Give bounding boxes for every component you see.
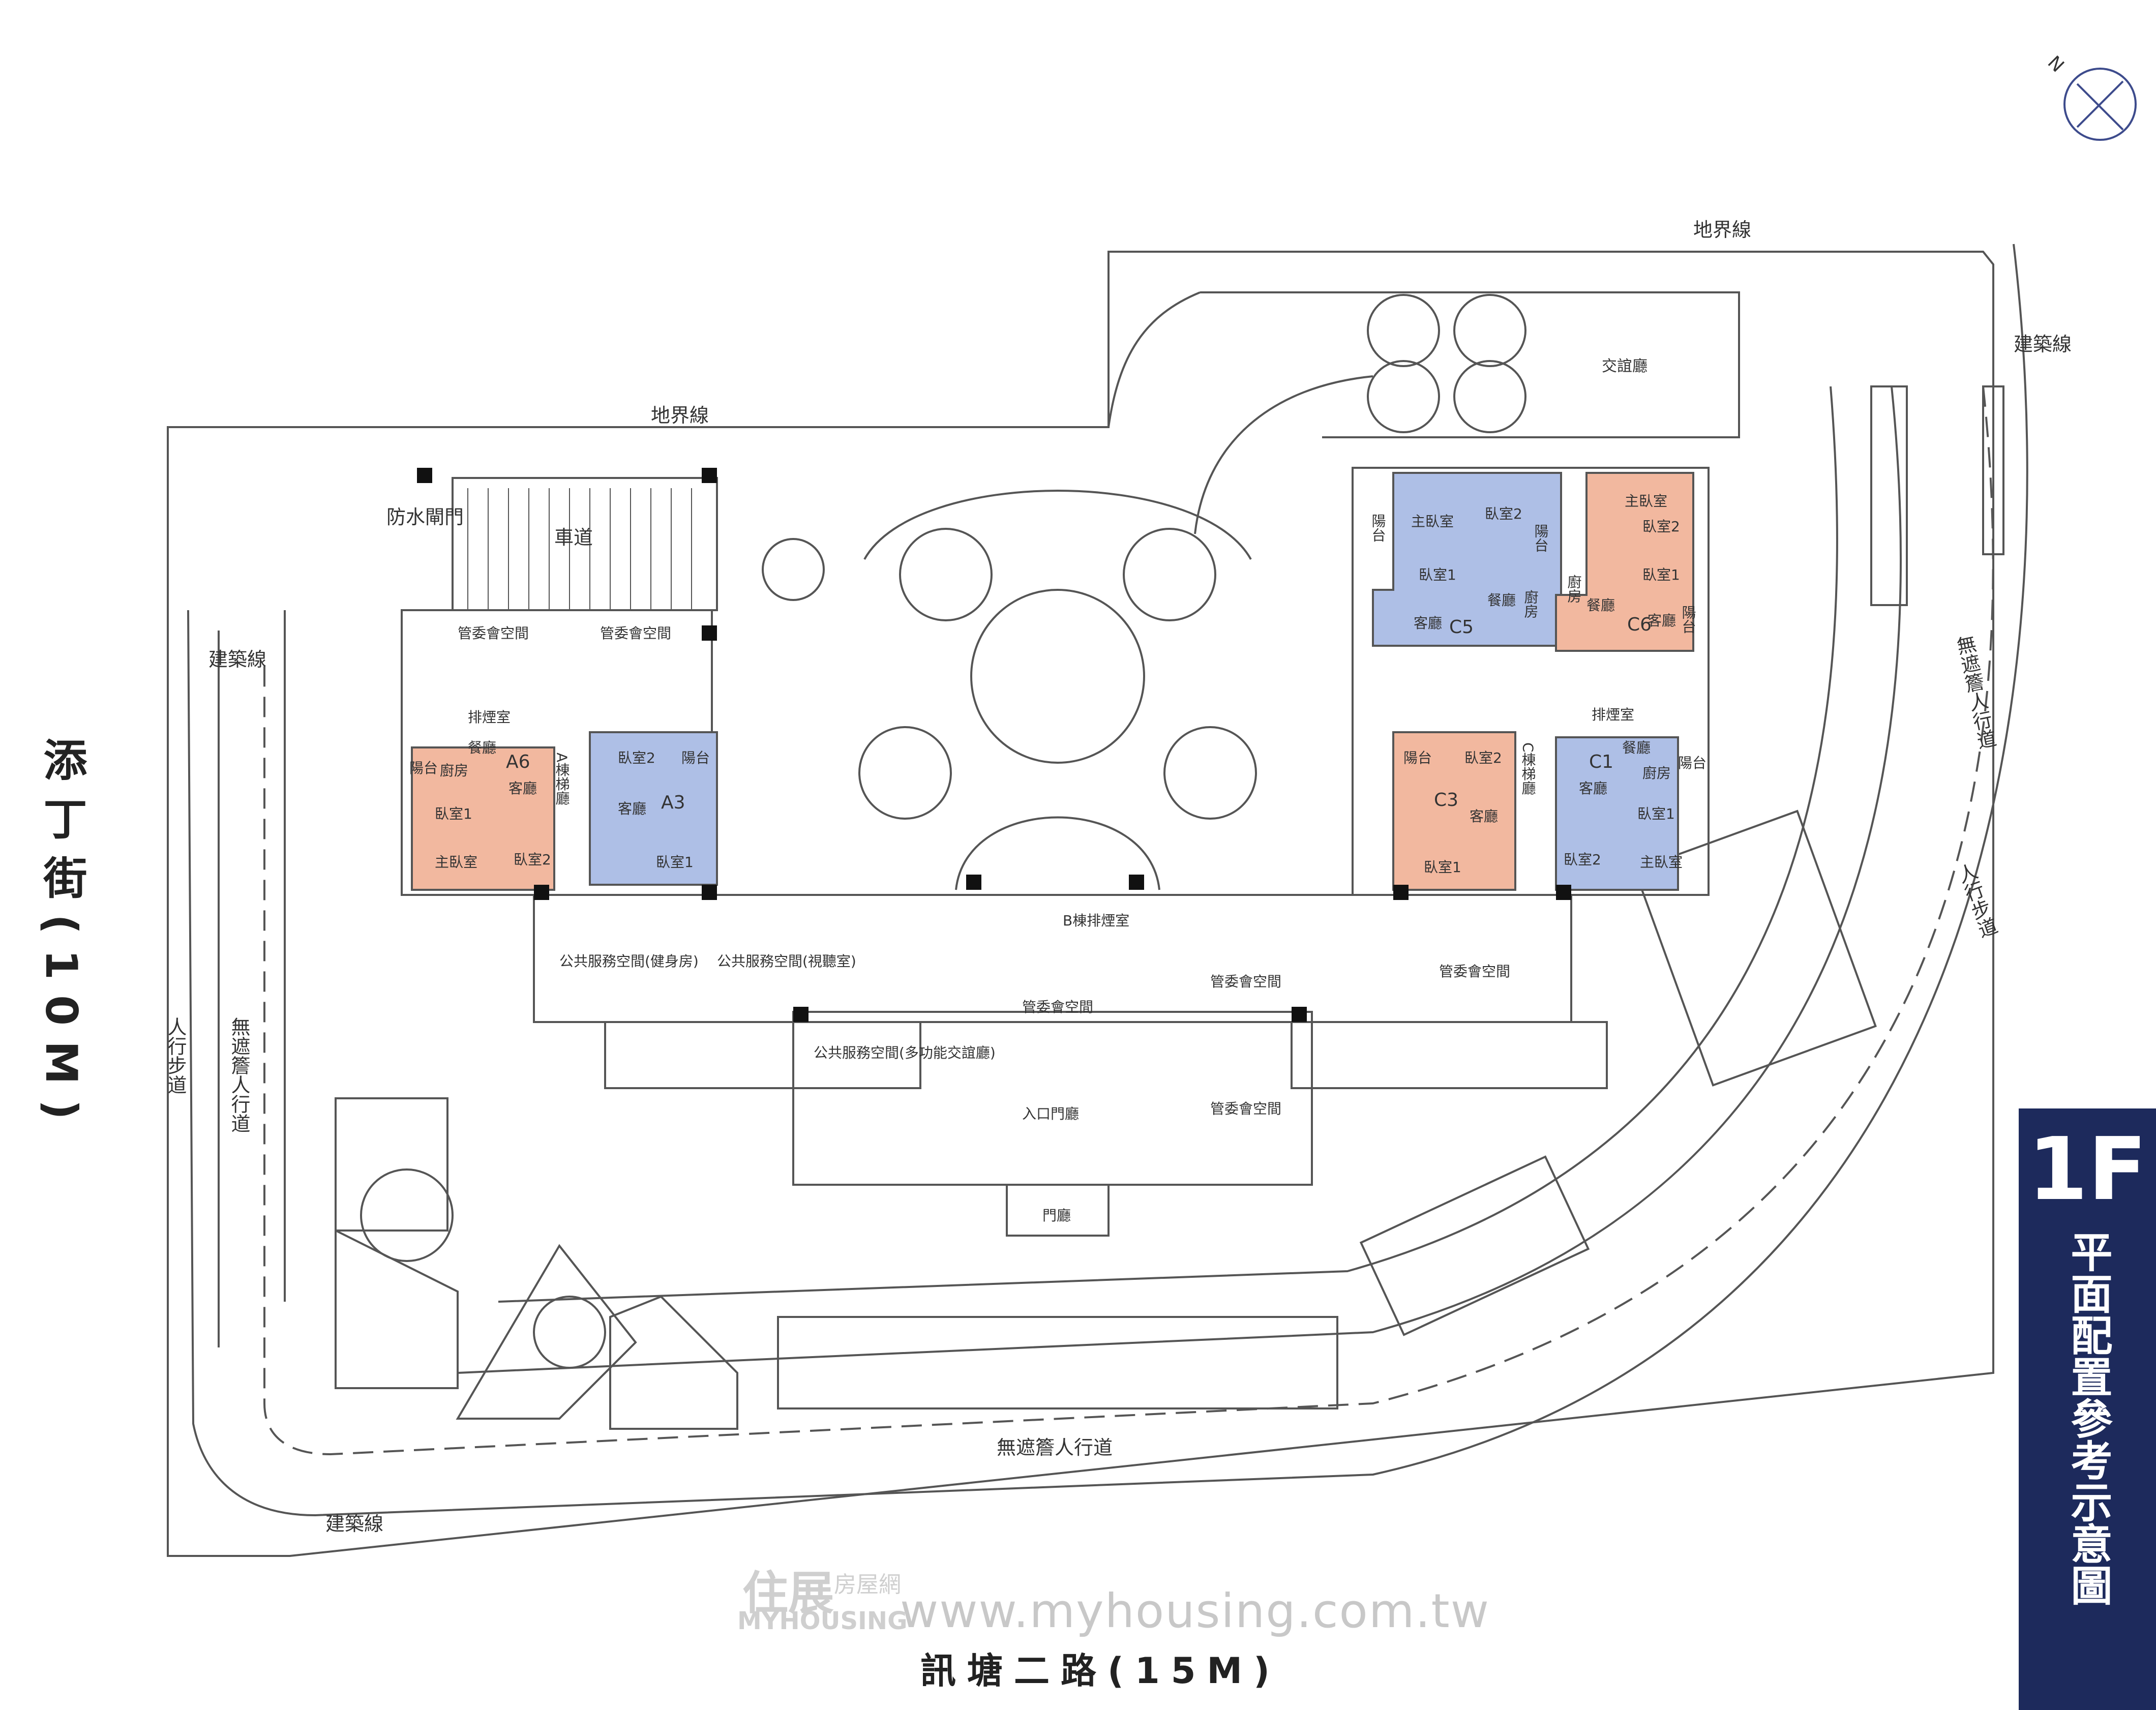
committee-right-2: 管委會空間: [1439, 963, 1510, 980]
a3-code: A3: [661, 792, 685, 813]
committee-right-3: 管委會空間: [1210, 1100, 1281, 1117]
c3-living: 客廳: [1470, 808, 1498, 825]
c3-balcony: 陽台: [1403, 749, 1432, 766]
c5-balcony: 陽台: [1370, 514, 1387, 542]
plan-title: 平面配置參考示意圖: [2063, 1231, 2112, 1606]
tower-a-exhaust: 排煙室: [468, 709, 511, 726]
tower-a-committee-1: 管委會空間: [458, 625, 529, 642]
building-line-curve: [187, 244, 2028, 1517]
unit-c3: [1392, 731, 1516, 891]
tower-b-committee: 管委會空間: [1022, 999, 1093, 1015]
floor-label: 1F: [2027, 1119, 2147, 1220]
c3-code: C3: [1434, 790, 1458, 811]
c1-dining: 餐廳: [1622, 739, 1651, 756]
c1-bedroom1: 臥室1: [1637, 805, 1675, 822]
tower-c-exhaust: 排煙室: [1592, 706, 1634, 723]
c1-bedroom2: 臥室2: [1564, 851, 1601, 868]
c6-kitchen: 廚房: [1566, 575, 1582, 603]
c1-code: C1: [1589, 752, 1613, 772]
public-gym: 公共服務空間(健身房): [559, 953, 699, 970]
unit-c5: [1372, 472, 1562, 647]
floor-badge: [2019, 1108, 2156, 1710]
a6-bedroom2: 臥室2: [514, 851, 551, 868]
unit-a6: [411, 746, 555, 891]
a6-living: 客廳: [508, 780, 537, 797]
c1-master: 主臥室: [1640, 854, 1683, 871]
arcade-walkway-left: 無遮簷人行道: [228, 1017, 250, 1133]
c5-code: C5: [1449, 617, 1474, 638]
social-lounge-label: 交誼廳: [1602, 357, 1648, 375]
tower-a-committee-2: 管委會空間: [600, 625, 671, 642]
public-multi-lounge: 公共服務空間(多功能交誼廳): [814, 1044, 996, 1061]
c1-living: 客廳: [1579, 780, 1607, 797]
c6-master: 主臥室: [1625, 493, 1667, 509]
building-line-left: 建築線: [208, 648, 266, 671]
left-street-label: 添丁街(10M): [36, 737, 87, 1135]
property-line-top: 地界線: [1693, 219, 1751, 241]
c3-bedroom2: 臥室2: [1464, 749, 1502, 766]
a3-living: 客廳: [618, 800, 646, 817]
c6-balcony-left: 陽台: [1533, 524, 1549, 552]
property-boundary: [167, 251, 1994, 1557]
tower-b-exhaust: B棟排煙室: [1063, 912, 1129, 929]
guard-room: 門廳: [1042, 1207, 1071, 1224]
c5-living: 客廳: [1414, 615, 1442, 632]
entrance-hall: 入口門廳: [1022, 1105, 1079, 1122]
a6-code: A6: [506, 752, 530, 772]
a6-kitchen: 廚房: [440, 762, 468, 779]
c6-bedroom2: 臥室2: [1642, 518, 1680, 535]
a6-master: 主臥室: [435, 854, 477, 871]
driveway-label: 車道: [554, 526, 593, 549]
c6-code: C6: [1627, 614, 1652, 635]
sidewalk-left: 人行步道: [164, 1017, 187, 1094]
north-label: N: [2044, 52, 2068, 76]
property-line-left: 地界線: [651, 404, 709, 427]
north-compass: [2063, 68, 2137, 141]
unit-c1: [1555, 736, 1679, 891]
c5-master: 主臥室: [1411, 513, 1454, 530]
c6-living: 客廳: [1648, 612, 1676, 629]
bottom-road-label: 訊塘二路(15M): [920, 1650, 1281, 1692]
a6-bedroom1: 臥室1: [435, 805, 472, 822]
unit-c6: [1555, 472, 1694, 652]
c5-dining: 餐廳: [1487, 592, 1516, 609]
c6-bedroom1: 臥室1: [1642, 566, 1680, 583]
arcade-walkway-bottom: 無遮簷人行道: [997, 1436, 1113, 1459]
watermark-url: www.myhousing.com.tw: [900, 1584, 1490, 1638]
c6-balcony-right: 陽台: [1680, 605, 1697, 634]
watermark-brand: 住展: [742, 1566, 834, 1620]
tower-a-lobby: A棟梯廳: [554, 753, 571, 805]
c5-bedroom2: 臥室2: [1485, 505, 1522, 522]
a3-bedroom1: 臥室1: [656, 854, 694, 871]
c5-kitchen: 廚房: [1522, 590, 1539, 618]
c3-bedroom1: 臥室1: [1424, 859, 1461, 876]
committee-right-1: 管委會空間: [1210, 973, 1281, 990]
watermark-brand-en: MYHOUSING: [737, 1607, 908, 1635]
a6-balcony: 陽台: [409, 760, 438, 776]
a3-bedroom2: 臥室2: [618, 749, 655, 766]
arcade-walkway-right: 無遮簷人行道: [1952, 633, 1997, 751]
c1-balcony: 陽台: [1678, 755, 1706, 771]
watermark-brand-sub: 房屋網: [834, 1572, 901, 1598]
c1-kitchen: 廚房: [1642, 765, 1671, 782]
a3-balcony: 陽台: [681, 749, 710, 766]
public-av-room: 公共服務空間(視聽室): [717, 953, 856, 970]
building-line-right: 建築線: [2014, 333, 2072, 355]
c6-dining: 餐廳: [1586, 597, 1615, 614]
tower-c-lobby: C棟梯廳: [1520, 742, 1537, 795]
building-line-bottom: 建築線: [325, 1513, 383, 1535]
flood-gate-label: 防水閘門: [386, 506, 464, 528]
c5-bedroom1: 臥室1: [1419, 566, 1456, 583]
a6-dining: 餐廳: [468, 739, 496, 756]
